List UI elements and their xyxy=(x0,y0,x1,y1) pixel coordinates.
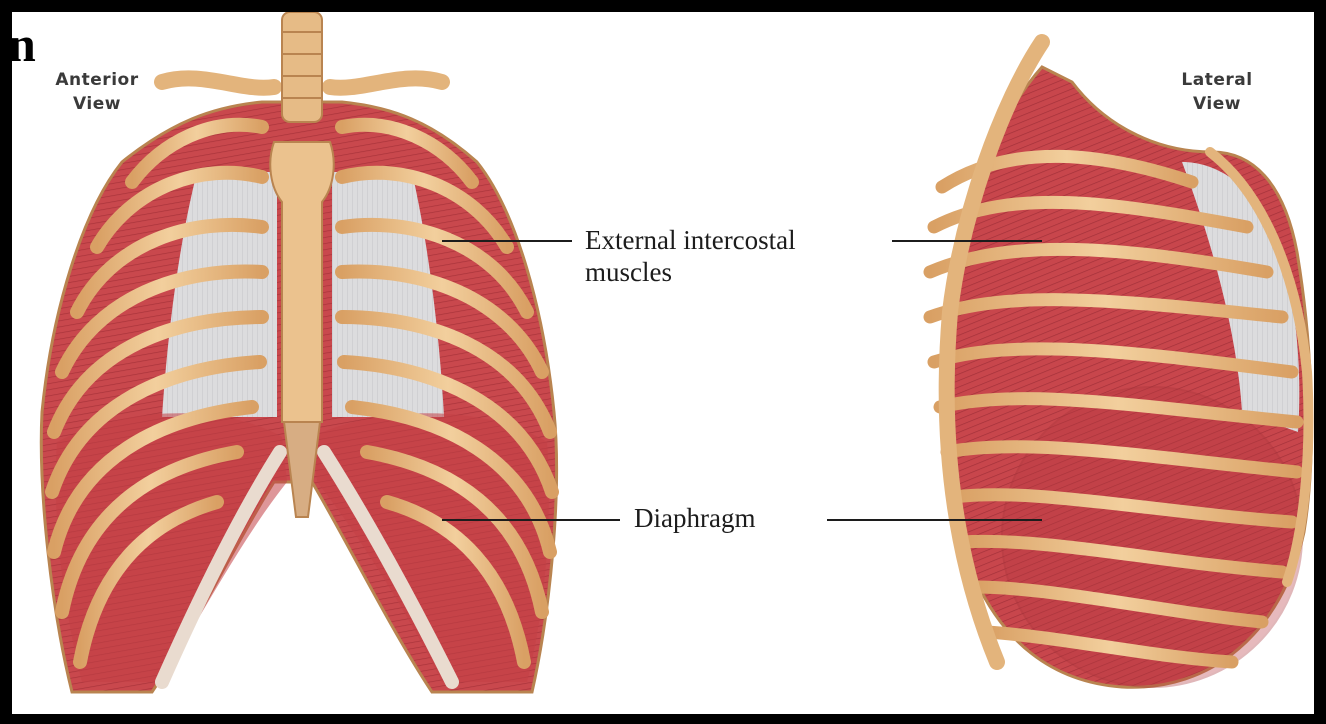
lateral-label-line1: Lateral xyxy=(1142,68,1292,92)
lateral-rib-cage-illustration xyxy=(930,42,1311,687)
rib-cage-illustration xyxy=(12,12,1314,714)
anterior-label-line2: View xyxy=(22,92,172,116)
intercostal-line2: muscles xyxy=(585,256,875,288)
lateral-view-label: Lateral View xyxy=(1142,68,1292,116)
external-intercostal-callout: External intercostal muscles xyxy=(585,224,875,288)
intercostal-line1: External intercostal xyxy=(585,224,875,256)
anterior-view-label: Anterior View xyxy=(22,68,172,116)
diagram-panel: n xyxy=(12,12,1314,714)
diaphragm-callout: Diaphragm xyxy=(634,502,834,534)
lateral-label-line2: View xyxy=(1142,92,1292,116)
anterior-label-line1: Anterior xyxy=(22,68,172,92)
